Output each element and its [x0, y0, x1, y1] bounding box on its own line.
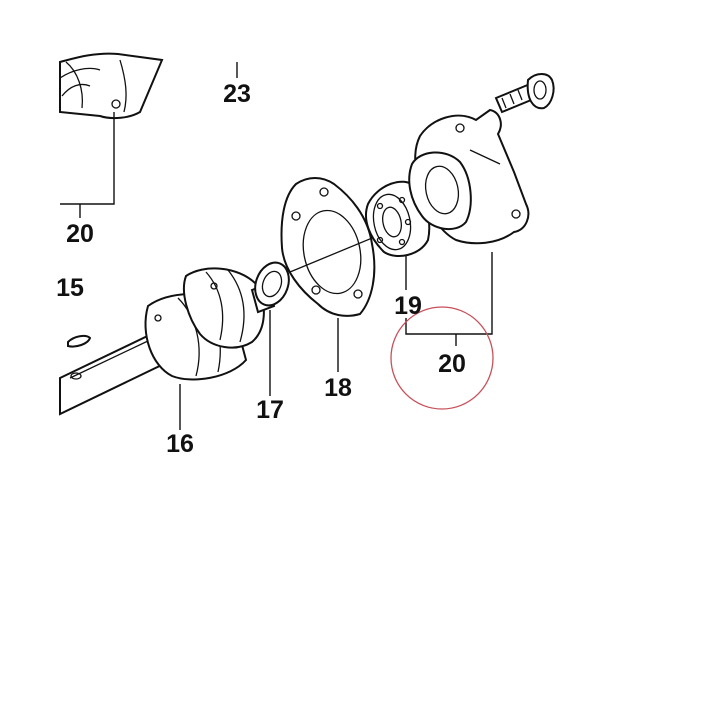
callout-20-main: 20	[438, 350, 466, 378]
callout-19: 19	[394, 292, 422, 320]
callout-16: 16	[166, 430, 194, 458]
seal-ring	[254, 261, 290, 307]
highlight-circle	[390, 306, 494, 410]
bearing-housing	[408, 108, 530, 245]
gasket-plate	[280, 177, 376, 317]
callout-23: 23	[223, 80, 251, 108]
leader-lines	[60, 62, 493, 430]
callout-20-top: 20	[66, 220, 94, 248]
callout-15: 15	[56, 274, 84, 302]
callout-17: 17	[256, 396, 284, 424]
drive-shaft-joint	[59, 267, 276, 416]
bolt	[494, 73, 555, 114]
housing-fragment-top-left	[59, 52, 164, 120]
key-clip	[67, 334, 92, 348]
callout-18: 18	[324, 374, 352, 402]
